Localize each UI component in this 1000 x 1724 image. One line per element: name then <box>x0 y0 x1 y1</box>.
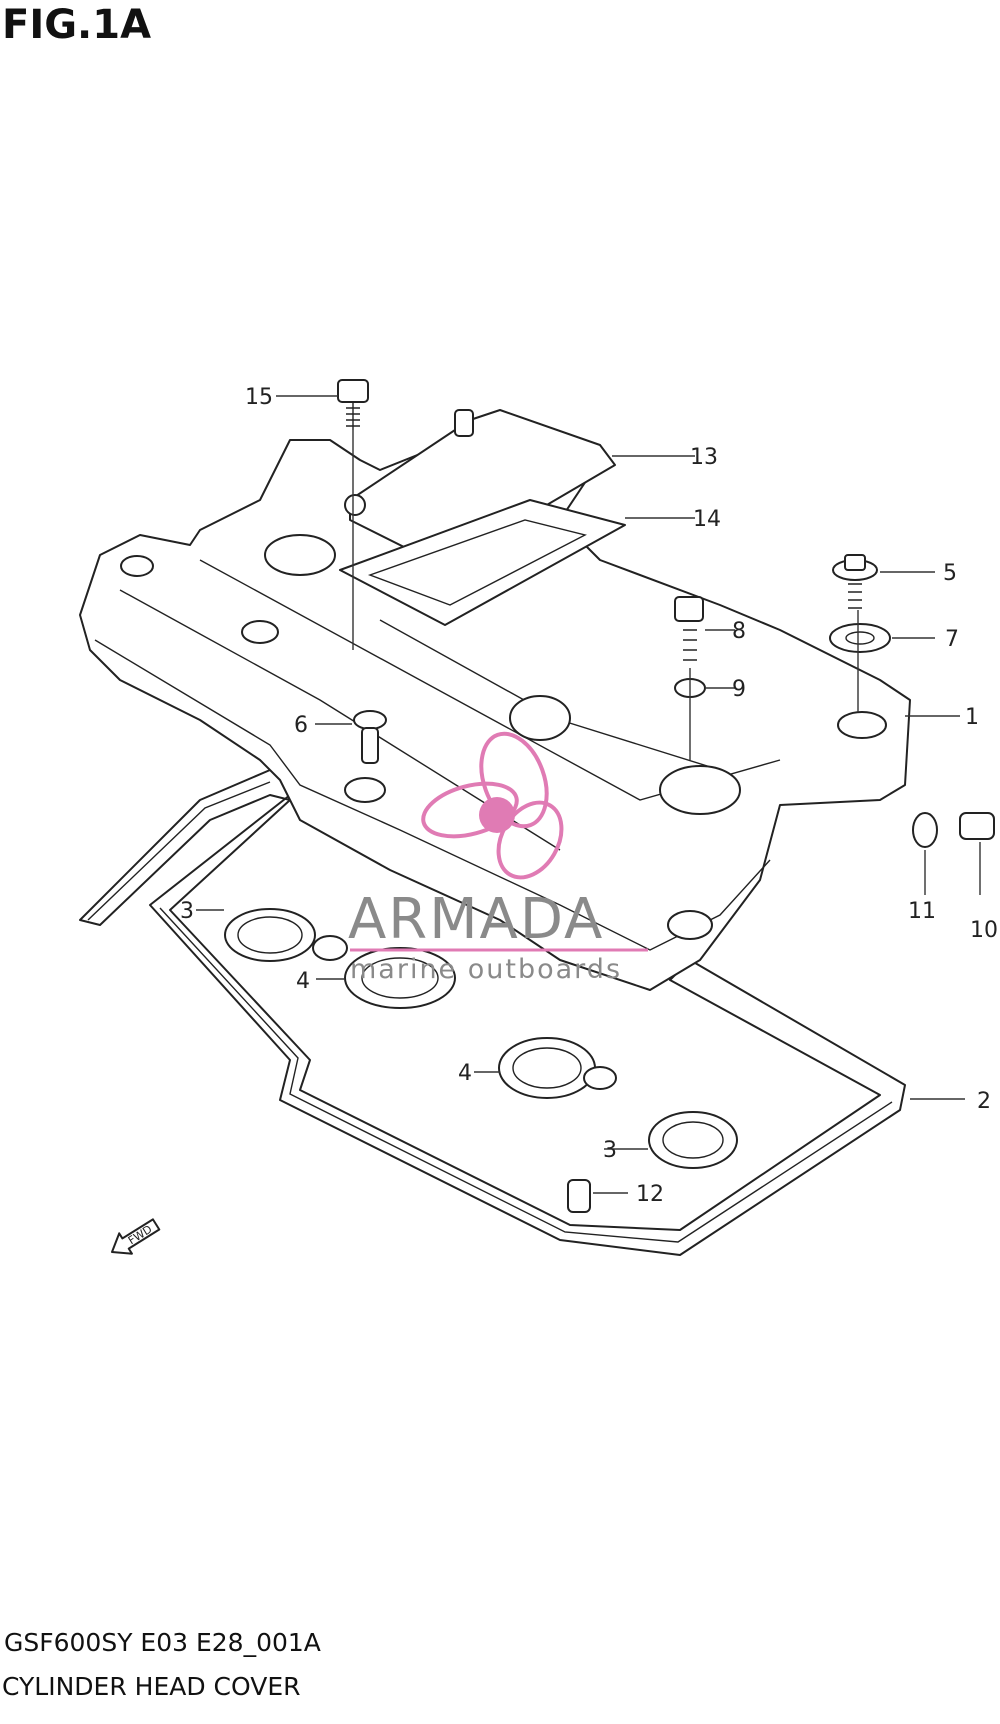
washer-11 <box>912 812 938 848</box>
washer-7 <box>829 623 891 653</box>
callout-15: 15 <box>245 385 273 410</box>
callout-3-upper: 3 <box>180 899 194 924</box>
plug-seal-3a <box>224 908 348 962</box>
bolt-8 <box>674 596 704 661</box>
watermark-brand: ARMADA <box>348 887 604 952</box>
plug-seal-4a <box>344 947 456 1009</box>
callout-13: 13 <box>690 445 718 470</box>
callout-1: 1 <box>965 705 979 730</box>
figure-title: FIG.1A <box>2 2 152 48</box>
callout-11: 11 <box>908 899 936 924</box>
bolt-6 <box>353 710 387 764</box>
callout-6: 6 <box>294 713 308 738</box>
model-code: GSF600SY E03 E28_001A <box>4 1628 321 1657</box>
leader-lines <box>196 395 981 1194</box>
callout-7: 7 <box>945 627 959 652</box>
cylinder-head-cover <box>79 429 911 991</box>
plug-seal-4b <box>498 1037 617 1099</box>
callout-4-lower: 4 <box>458 1061 472 1086</box>
section-name: CYLINDER HEAD COVER <box>2 1672 301 1701</box>
callout-9: 9 <box>732 677 746 702</box>
watermark-tagline: marine outboards <box>350 954 622 985</box>
armada-watermark: ARMADA marine outboards <box>348 731 648 985</box>
callout-12: 12 <box>636 1182 664 1207</box>
forward-arrow-icon: FWD <box>111 1218 161 1255</box>
callout-3-lower: 3 <box>603 1138 617 1163</box>
callout-10: 10 <box>970 918 998 943</box>
callout-5: 5 <box>943 561 957 586</box>
bolt-5 <box>832 554 878 609</box>
callout-8: 8 <box>732 619 746 644</box>
callout-2: 2 <box>977 1089 991 1114</box>
plug-10 <box>959 812 995 840</box>
plug-seal-3b <box>648 1111 738 1169</box>
bolt-15 <box>337 379 369 430</box>
callout-4-upper: 4 <box>296 969 310 994</box>
dowel-12 <box>567 1179 591 1213</box>
callout-14: 14 <box>693 507 721 532</box>
breather-gasket <box>339 499 626 626</box>
